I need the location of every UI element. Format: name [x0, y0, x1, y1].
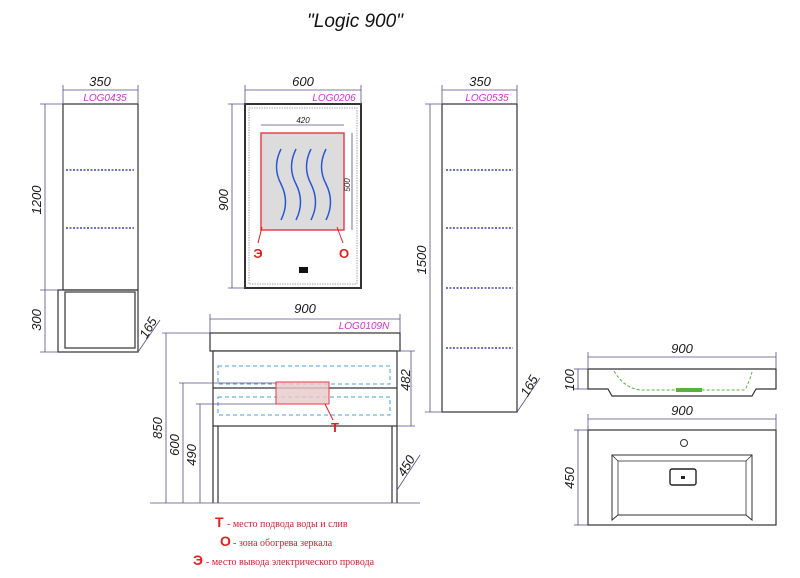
- legend-text: - место вывода электрического провода: [206, 557, 375, 568]
- dimension-line: [137, 319, 161, 353]
- dimension-line: [396, 454, 421, 491]
- legend-text: - зона обогрева зеркала: [233, 538, 333, 549]
- depth-label: 450: [562, 466, 577, 488]
- width-label: 900: [671, 341, 693, 356]
- legend-key: Э: [193, 552, 203, 568]
- height-label: 850: [150, 416, 165, 438]
- basin-side-outline: [587, 368, 777, 397]
- page-title: "Logic 900": [307, 11, 404, 32]
- width-label: 900: [671, 403, 693, 418]
- tall-cabinet-left: 350 LOG0435 1200 300 165: [29, 74, 161, 353]
- basin-top-view: 900 450: [562, 403, 777, 526]
- heating-zone: [260, 132, 345, 231]
- tall-cabinet-right: 350 LOG0535 1500 165: [414, 74, 541, 413]
- height-label: 100: [562, 368, 577, 390]
- width-label: 350: [469, 74, 491, 89]
- drain-hole-icon: [681, 476, 685, 479]
- bowl-corner-line: [745, 454, 753, 462]
- faucet-hole-icon: [680, 439, 688, 447]
- legend-text: - место подвода воды и слив: [227, 519, 348, 530]
- product-code: LOG0109N: [339, 321, 390, 332]
- cabinet-left-lower-body: [57, 289, 139, 353]
- legend-key: О: [220, 533, 231, 549]
- basin-side-view: 900 100: [562, 341, 777, 397]
- depth-label: 450: [394, 452, 418, 479]
- depth-label: 165: [517, 372, 541, 399]
- water-supply-mark: Т: [331, 420, 339, 435]
- product-code: LOG0435: [83, 93, 127, 104]
- mirror-inner-border: [248, 107, 358, 285]
- heating-coil: [290, 148, 302, 221]
- legend-key: Т: [215, 514, 224, 530]
- leader-line: [257, 226, 263, 244]
- product-code: LOG0206: [312, 93, 356, 104]
- product-code: LOG0535: [465, 93, 509, 104]
- electric-outlet-mark: Э: [253, 246, 262, 261]
- cabinet-left-upper-body: [62, 103, 139, 291]
- heating-zone-mark: О: [339, 246, 349, 261]
- height-label: 1200: [29, 185, 44, 215]
- heating-coil: [275, 148, 287, 221]
- width-label: 350: [89, 74, 111, 89]
- dimension-line: [516, 377, 541, 413]
- body-height-label: 482: [398, 368, 413, 390]
- heat-width-label: 420: [296, 116, 310, 125]
- sensor-switch-icon: [299, 267, 308, 273]
- cabinet-right-body: [441, 103, 518, 413]
- heat-height-label: 500: [343, 178, 352, 192]
- heating-coil: [305, 148, 317, 221]
- height-label: 600: [167, 433, 182, 455]
- drain-icon: [676, 388, 702, 392]
- leader-line: [324, 403, 334, 421]
- bowl-corner-line: [611, 454, 619, 462]
- width-label: 600: [292, 74, 314, 89]
- height-label: 490: [184, 443, 199, 465]
- mirror: Э О 420 500 600 LOG0206 900: [216, 74, 362, 289]
- heating-coil: [320, 148, 332, 221]
- leader-line: [336, 226, 344, 244]
- depth-label: 165: [136, 314, 160, 341]
- bowl-inner-outline: [617, 460, 747, 516]
- height-label: 900: [216, 188, 231, 210]
- vanity-basin-top: [209, 332, 401, 352]
- legend: Т - место подвода воды и слив О - зона о…: [193, 514, 375, 568]
- vanity-unit: Т 900 LOG0109N 850 600 490 482 450: [150, 301, 421, 504]
- water-supply-zone: [275, 381, 330, 405]
- height-label: 1500: [414, 245, 429, 275]
- cabinet-left-lower-opening: [64, 291, 136, 349]
- width-label: 900: [294, 301, 316, 316]
- height-label: 300: [29, 308, 44, 330]
